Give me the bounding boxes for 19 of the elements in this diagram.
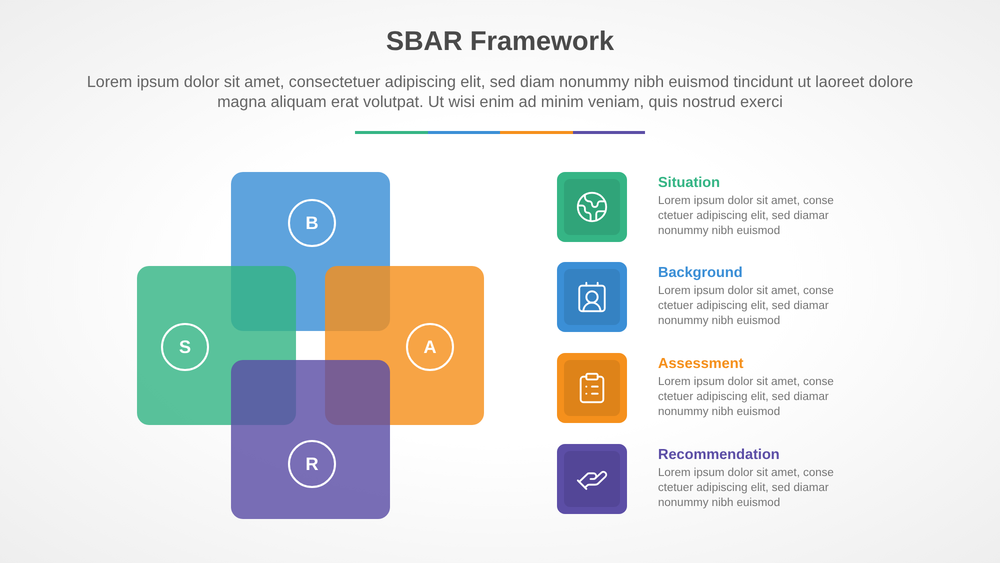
item-description: Lorem ipsum dolor sit amet, conse ctetuer adipiscing elit, sed diamar nonummy nibh euismod [658,194,835,239]
item-heading: Assessment [658,356,744,372]
icon-tile [557,353,627,423]
item-description: Lorem ipsum dolor sit amet, conse ctetuer adipiscing elit, sed diamar nonummy nibh euismod [658,466,835,511]
item-description: Lorem ipsum dolor sit amet, conse ctetuer adipiscing elit, sed diamar nonummy nibh euismod [658,375,835,420]
icon-tile [557,444,627,514]
item-heading: Recommendation [658,447,780,463]
letter-circle: R [288,440,336,488]
icon-tile [557,262,627,332]
item-heading: Situation [658,175,720,191]
icon-tile [557,172,627,242]
letter-circle: S [161,323,209,371]
title: SBAR Framework [384,26,616,57]
letter-circle: A [406,323,454,371]
rounded-square [231,360,390,519]
letter-circle: B [288,199,336,247]
item-description: Lorem ipsum dolor sit amet, conse ctetuer adipiscing elit, sed diamar nonummy nibh euismod [658,284,835,329]
item-heading: Background [658,265,743,281]
subtitle: Lorem ipsum dolor sit amet, consectetuer adipiscing elit, sed diam nonummy nibh euismod tincidunt ut laoreet dolore magna aliquam erat volutpat. Ut wisi enim ad minim veniam, quis nostrud exerci [86,73,914,113]
